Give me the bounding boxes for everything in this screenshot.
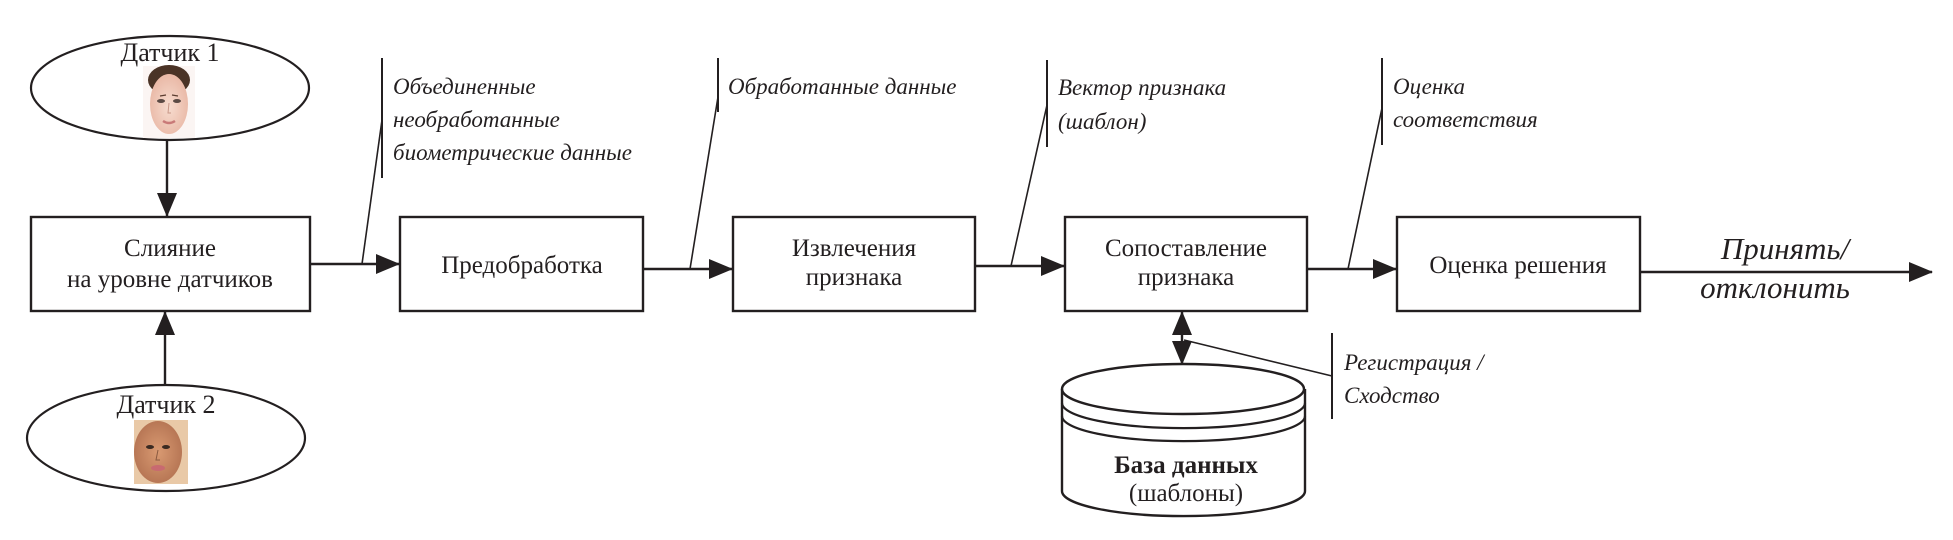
callout-enrollment-line-1: Регистрация / — [1343, 350, 1486, 375]
sensor-2-label: Датчик 2 — [116, 390, 215, 419]
block-decision: Оценка решения — [1395, 215, 1642, 313]
block-feature-matching-line-2: признака — [1138, 264, 1234, 291]
block-feature-extraction: Извлечения признака — [731, 215, 977, 313]
database-subtitle: (шаблоны) — [1129, 480, 1243, 507]
database-title: База данных — [1114, 452, 1258, 479]
callout-enrollment-line-2: Сходство — [1344, 383, 1440, 408]
block-fusion-line-2: на уровне датчиков — [67, 266, 273, 293]
output-label-line-2: отклонить — [1700, 270, 1850, 305]
sensor-1-ellipse — [29, 34, 311, 142]
callout-raw-data-line-1: Объединенные — [393, 74, 536, 99]
callout-processed-data-line-1: Обработанные данные — [728, 74, 956, 99]
callout-match-score-line-2: соответствия — [1393, 107, 1538, 132]
output-label-line-1: Принять/ — [1720, 231, 1852, 266]
block-preprocessing-line-1: Предобработка — [441, 252, 603, 279]
block-preprocessing: Предобработка — [398, 215, 645, 313]
sensor-1-node: Датчик 1 — [29, 34, 311, 142]
block-fusion: Слияние на уровне датчиков — [29, 215, 312, 313]
database-cylinder-icon: База данных (шаблоны) — [1060, 362, 1307, 518]
callout-feature-vector: Вектор признака (шаблон) — [1010, 60, 1226, 267]
callout-enrollment: Регистрация / Сходство — [1183, 333, 1486, 419]
callout-processed-data: Обработанные данные — [689, 58, 956, 270]
output-label: Принять/ отклонить — [1700, 231, 1851, 305]
callout-enrollment-leader — [1183, 339, 1333, 377]
callout-processed-data-leader — [689, 96, 719, 270]
sensor-2-node: Датчик 2 — [25, 383, 307, 493]
block-feature-extraction-line-2: признака — [806, 264, 902, 291]
callout-feature-vector-line-1: Вектор признака — [1058, 75, 1226, 100]
block-decision-line-1: Оценка решения — [1429, 252, 1607, 279]
callout-feature-vector-line-2: (шаблон) — [1058, 109, 1146, 134]
callout-feature-vector-leader — [1010, 104, 1048, 267]
block-feature-extraction-line-1: Извлечения — [792, 235, 917, 262]
block-feature-matching-line-1: Сопоставление — [1105, 235, 1267, 262]
sensor-1-label: Датчик 1 — [120, 38, 219, 67]
callout-raw-data-line-2: необработанные — [393, 107, 560, 132]
callout-match-score-leader — [1347, 107, 1383, 270]
callout-raw-data: Объединенные необработанные биометрическ… — [361, 58, 632, 265]
callout-match-score-line-1: Оценка — [1393, 74, 1465, 99]
block-fusion-line-1: Слияние — [124, 235, 216, 262]
callout-raw-data-line-3: биометрические данные — [393, 140, 632, 165]
child-face-photo-icon — [134, 420, 188, 484]
callout-raw-data-leader — [361, 119, 383, 265]
female-face-photo-icon — [143, 65, 195, 138]
block-feature-matching: Сопоставление признака — [1063, 215, 1309, 313]
callout-match-score: Оценка соответствия — [1347, 58, 1538, 270]
